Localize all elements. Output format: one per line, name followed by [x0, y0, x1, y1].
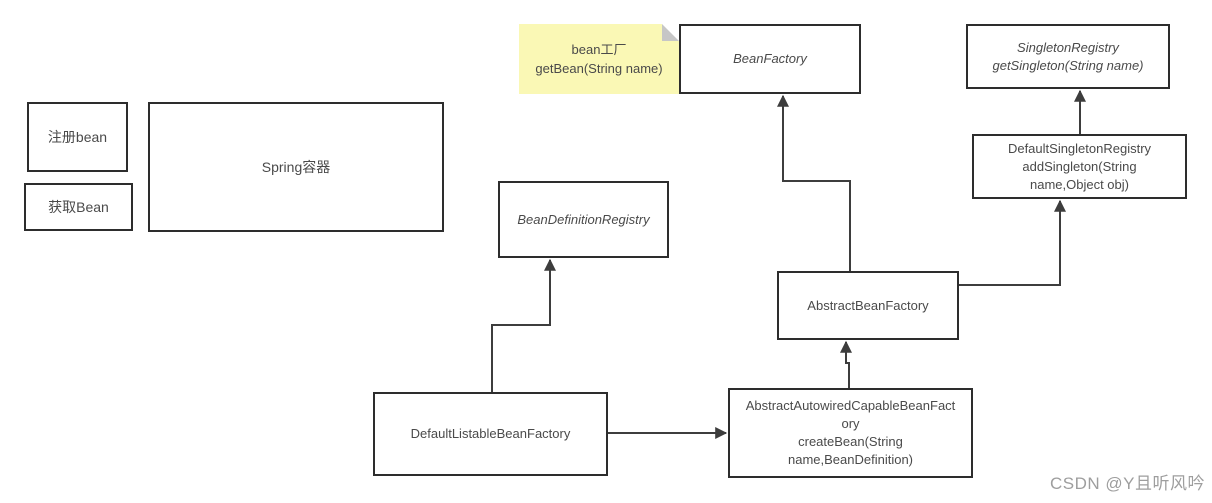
node-register-bean: 注册bean [27, 102, 128, 172]
node-bean-factory: BeanFactory [679, 24, 861, 94]
node-abstract-bean-factory: AbstractBeanFactory [777, 271, 959, 340]
edge-abstractbeanfactory-to-beanfactory [777, 94, 851, 271]
node-default-singleton-registry-label: DefaultSingletonRegistry addSingleton(St… [1007, 140, 1152, 192]
sticky-note-bean-factory: bean工厂 getBean(String name) [519, 24, 679, 94]
edge-abstractautowired-to-abstractbeanfactory [840, 340, 852, 388]
node-default-listable-bean-factory-label: DefaultListableBeanFactory [410, 426, 571, 441]
node-spring-container-label: Spring容器 [261, 159, 331, 175]
node-singleton-registry-label: SingletonRegistry getSingleton(String na… [992, 39, 1144, 73]
node-default-singleton-registry: DefaultSingletonRegistry addSingleton(St… [972, 134, 1187, 199]
node-bean-factory-label: BeanFactory [733, 51, 807, 66]
edge-defaultlistablebeanfactory-to-beandefinitionregistry [491, 258, 556, 392]
node-bean-definition-registry: BeanDefinitionRegistry [498, 181, 669, 258]
node-get-bean: 获取Bean [24, 183, 133, 231]
sticky-note-label: bean工厂 getBean(String name) [535, 42, 663, 76]
node-abstract-autowired-capable-bean-factory-label: AbstractAutowiredCapableBeanFact ory cre… [745, 398, 956, 467]
node-singleton-registry: SingletonRegistry getSingleton(String na… [966, 24, 1170, 89]
node-spring-container: Spring容器 [148, 102, 444, 232]
node-default-listable-bean-factory: DefaultListableBeanFactory [373, 392, 608, 476]
csdn-watermark: CSDN @Y且听风吟 [1050, 474, 1205, 493]
node-get-bean-label: 获取Bean [48, 199, 109, 215]
node-register-bean-label: 注册bean [47, 129, 108, 145]
node-abstract-autowired-capable-bean-factory: AbstractAutowiredCapableBeanFact ory cre… [728, 388, 973, 478]
edge-abstractbeanfactory-to-defaultsingletonregistry [959, 199, 1066, 286]
node-abstract-bean-factory-label: AbstractBeanFactory [807, 297, 929, 313]
node-bean-definition-registry-label: BeanDefinitionRegistry [517, 211, 650, 227]
